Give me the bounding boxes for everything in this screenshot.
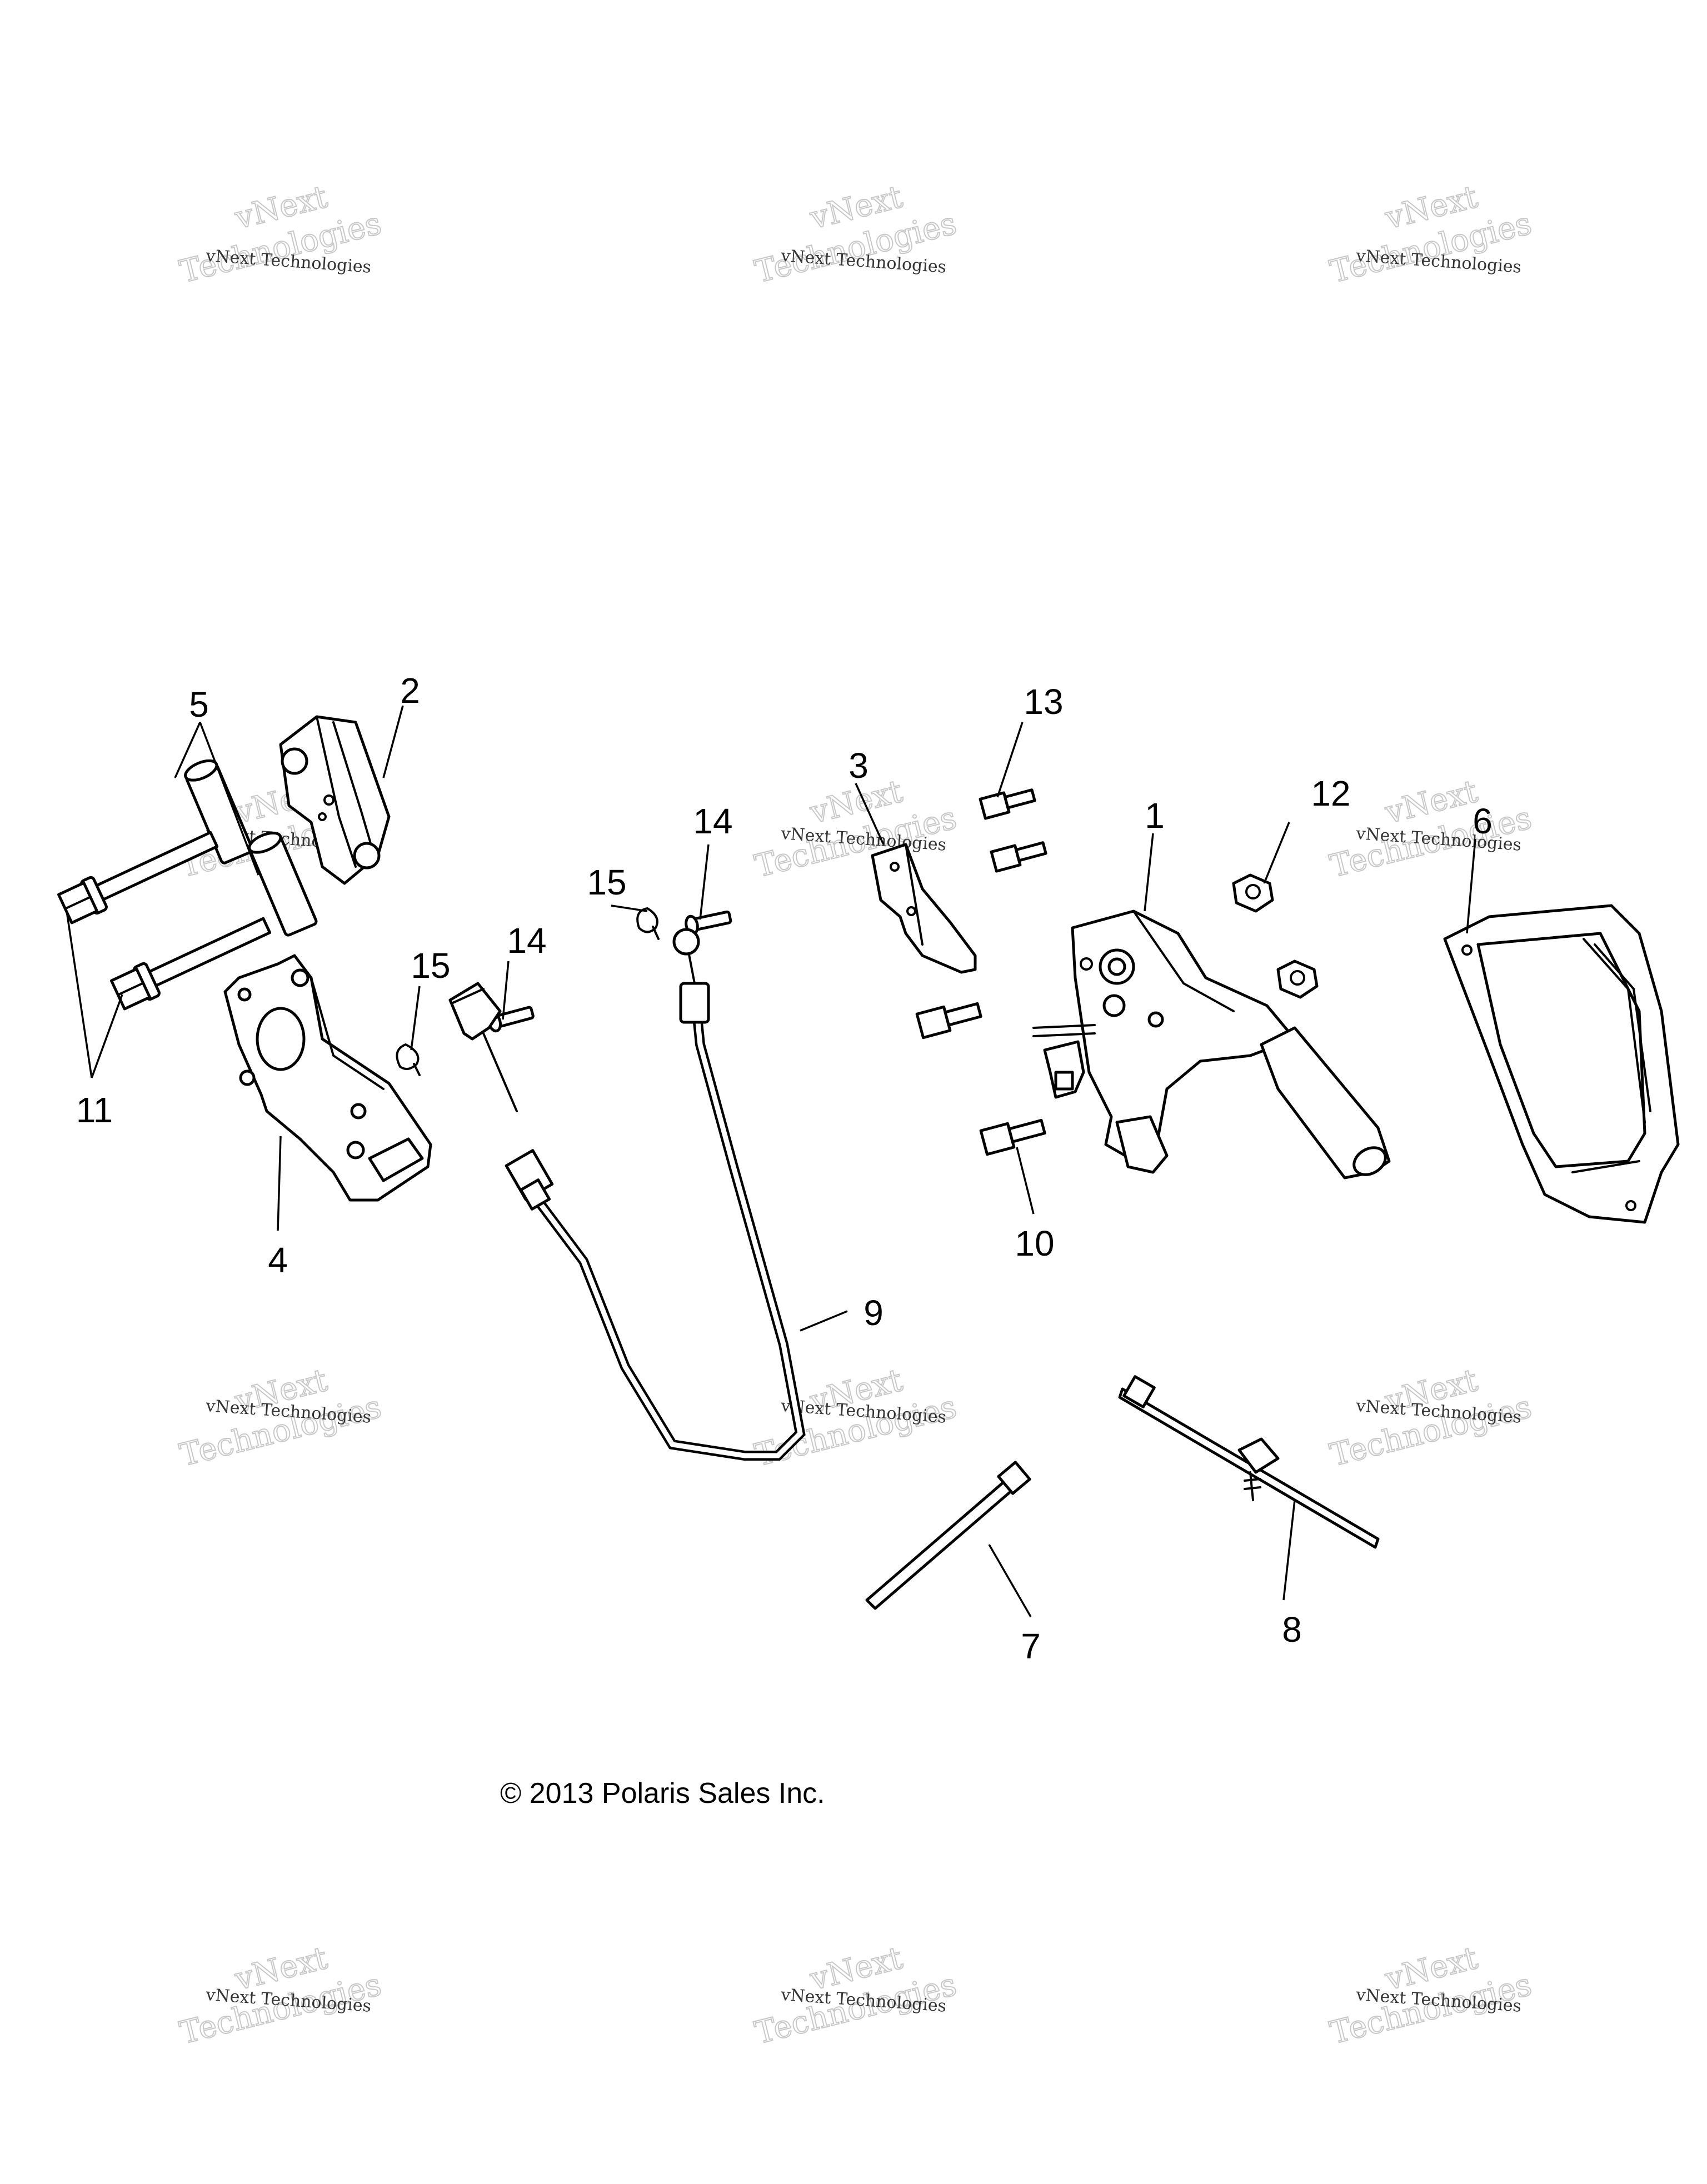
part-4-lower-plate [223,954,432,1202]
part-2-upper-bracket [279,715,391,885]
callout-12: 12 [1311,773,1350,813]
callout-5: 5 [189,684,209,724]
leader-lines [66,705,1476,1617]
part-15-cotter-pin-left [396,1043,421,1076]
callout-10: 10 [1015,1223,1054,1263]
copyright-notice: © 2013 Polaris Sales Inc. [500,1777,825,1810]
part-11-bolts [57,831,272,1011]
callout-9: 9 [864,1293,884,1333]
part-3-small-bracket [871,843,977,974]
part-15-cotter-pin-right [636,907,660,940]
callouts: 1 2 3 4 5 6 7 8 9 10 11 12 13 14 14 15 1… [76,671,1493,1666]
callout-8: 8 [1282,1610,1302,1650]
part-10-bolts [915,1002,1046,1156]
part-14-clevis-pin-right [685,910,732,936]
callout-15-left: 15 [411,946,450,986]
callout-6: 6 [1473,801,1493,841]
part-7-cable-tie [865,1461,1031,1610]
callout-7: 7 [1021,1626,1041,1666]
part-9-cable-assembly [448,928,806,1461]
callout-14-left: 14 [507,921,546,961]
callout-11: 11 [76,1090,113,1130]
part-13-screws [979,788,1047,873]
part-8-push-mount-tie [1118,1375,1380,1549]
part-12-nuts [1232,873,1319,999]
callout-1: 1 [1145,796,1165,836]
callout-2: 2 [400,671,420,711]
callout-15-right: 15 [587,862,626,902]
part-6-boot-cover [1443,904,1680,1224]
brake-switch-connector [1043,1040,1085,1099]
callout-3: 3 [848,746,869,786]
part-5-sleeves [184,759,318,937]
callout-4: 4 [268,1240,288,1280]
callout-14-right: 14 [693,801,732,841]
part-1-brake-lever [1032,909,1391,1180]
callout-13: 13 [1024,682,1063,722]
